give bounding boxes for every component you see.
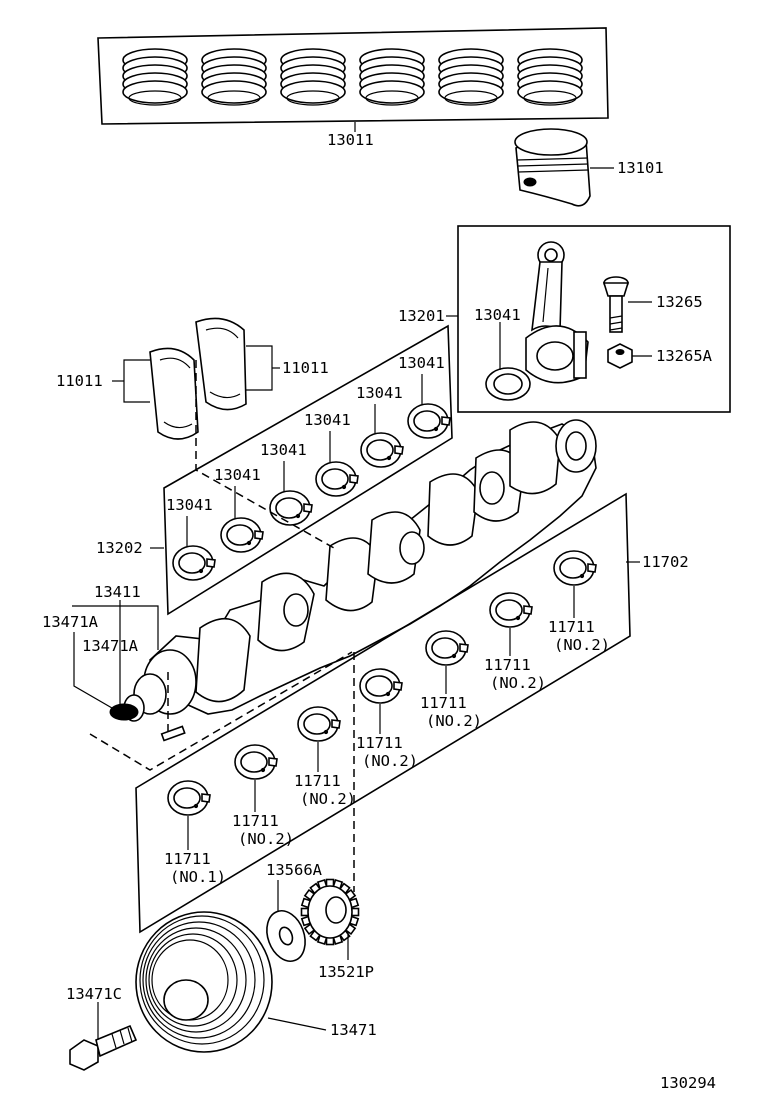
main-bearing-main-bearing-2 — [234, 744, 278, 780]
label-rod-bolt: 13265 — [656, 293, 703, 311]
label-timing-gear-spacer: 13566A — [266, 861, 323, 879]
piston-ring-1 — [122, 48, 188, 106]
label-rod-bearing-set: 13202 — [96, 539, 143, 557]
rod-bearing-in-box: 13041 — [474, 306, 531, 401]
timing-gear: 13521P — [300, 878, 374, 981]
label-rod-bearing-in-box: 13041 — [474, 306, 521, 324]
piston-ring-2 — [201, 48, 267, 106]
main-bearing-main-bearing-6 — [489, 592, 533, 628]
crank-pulley: 13471 — [135, 911, 377, 1053]
thrust-washer-left — [149, 347, 199, 440]
main-bearing-set: 11702 11711(NO.1)11711(NO.2)11711(NO.2)1… — [135, 492, 689, 934]
main-bearing-main-bearing-5 — [425, 630, 469, 666]
label-crankshaft-key: 13411 — [94, 583, 141, 601]
label-thrust-washer-left: 11011 — [56, 372, 103, 390]
connecting-rod — [525, 241, 589, 384]
label-main-bearing-6: 11711 — [484, 656, 531, 674]
label-thrust-washer-right: 11011 — [282, 359, 329, 377]
label-piston: 13101 — [617, 159, 664, 177]
figure-number: 130294 — [660, 1074, 716, 1092]
label-timing-gear: 13521P — [318, 963, 374, 981]
label-crank-pulley: 13471 — [330, 1021, 377, 1039]
crankshaft-keys: 13411 13471A 13471A — [42, 583, 186, 742]
label-main-bearing-5-note: (NO.2) — [426, 712, 482, 730]
rod-bearing-3 — [269, 490, 313, 526]
main-bearing-main-bearing-4 — [359, 668, 403, 704]
rod-bearing-4 — [315, 461, 359, 497]
label-pulley-key-a: 13471A — [42, 613, 99, 631]
piston-ring-4 — [359, 48, 425, 106]
rod-bearing-6 — [407, 403, 451, 439]
thrust-washer-right — [195, 317, 247, 411]
main-bearing-main-bearing-3 — [297, 706, 341, 742]
label-rod-nut: 13265A — [656, 347, 713, 365]
connecting-rod-assembly: 13201 13041 13265 — [398, 225, 731, 413]
rod-nut: 13265A — [607, 343, 713, 369]
label-main-bearing-set: 11702 — [642, 553, 689, 571]
timing-gear-spacer: 13566A — [266, 861, 323, 962]
label-main-bearing-6-note: (NO.2) — [490, 674, 546, 692]
piston-ring-set: 13011 — [97, 27, 609, 149]
label-main-bearing-4-note: (NO.2) — [362, 752, 418, 770]
crankshaft — [123, 419, 597, 722]
label-connecting-rod: 13201 — [398, 307, 445, 325]
piston-ring-6 — [517, 48, 583, 106]
label-main-bearing-3: 11711 — [294, 772, 341, 790]
rod-bearing-5 — [360, 432, 404, 468]
rod-bolt: 13265 — [602, 276, 703, 333]
label-pulley-bolt: 13471C — [66, 985, 122, 1003]
label-main-bearing-3-note: (NO.2) — [300, 790, 356, 808]
label-main-bearing-7-note: (NO.2) — [554, 636, 610, 654]
label-main-bearing-7: 11711 — [548, 618, 595, 636]
label-piston-ring-set: 13011 — [327, 131, 374, 149]
label-main-bearing-4: 11711 — [356, 734, 403, 752]
label-main-bearing-no1: 11711 — [164, 850, 211, 868]
label-main-bearing-5: 11711 — [420, 694, 467, 712]
piston-ring-5 — [438, 48, 504, 106]
label-rod-bearing-4: 13041 — [304, 411, 351, 429]
label-main-bearing-2: 11711 — [232, 812, 279, 830]
label-main-bearing-no1-note: (NO.1) — [170, 868, 226, 886]
rod-bearing-2 — [220, 517, 264, 553]
label-rod-bearing-1: 13041 — [166, 496, 213, 514]
rod-bearing-1 — [172, 545, 216, 581]
thrust-washers: 11011 11011 — [56, 317, 329, 440]
piston-ring-3 — [280, 48, 346, 106]
label-rod-bearing-3: 13041 — [260, 441, 307, 459]
label-rod-bearing-5: 13041 — [356, 384, 403, 402]
main-bearing-main-bearing-7 — [553, 550, 597, 586]
label-pulley-key-b: 13471A — [82, 637, 139, 655]
main-bearing-main-bearing-no1 — [167, 780, 211, 816]
pulley-bolt: 13471C — [66, 985, 138, 1071]
label-rod-bearing-2: 13041 — [214, 466, 261, 484]
piston: 13101 — [514, 128, 664, 207]
label-rod-bearing-6: 13041 — [398, 354, 445, 372]
label-main-bearing-2-note: (NO.2) — [238, 830, 294, 848]
